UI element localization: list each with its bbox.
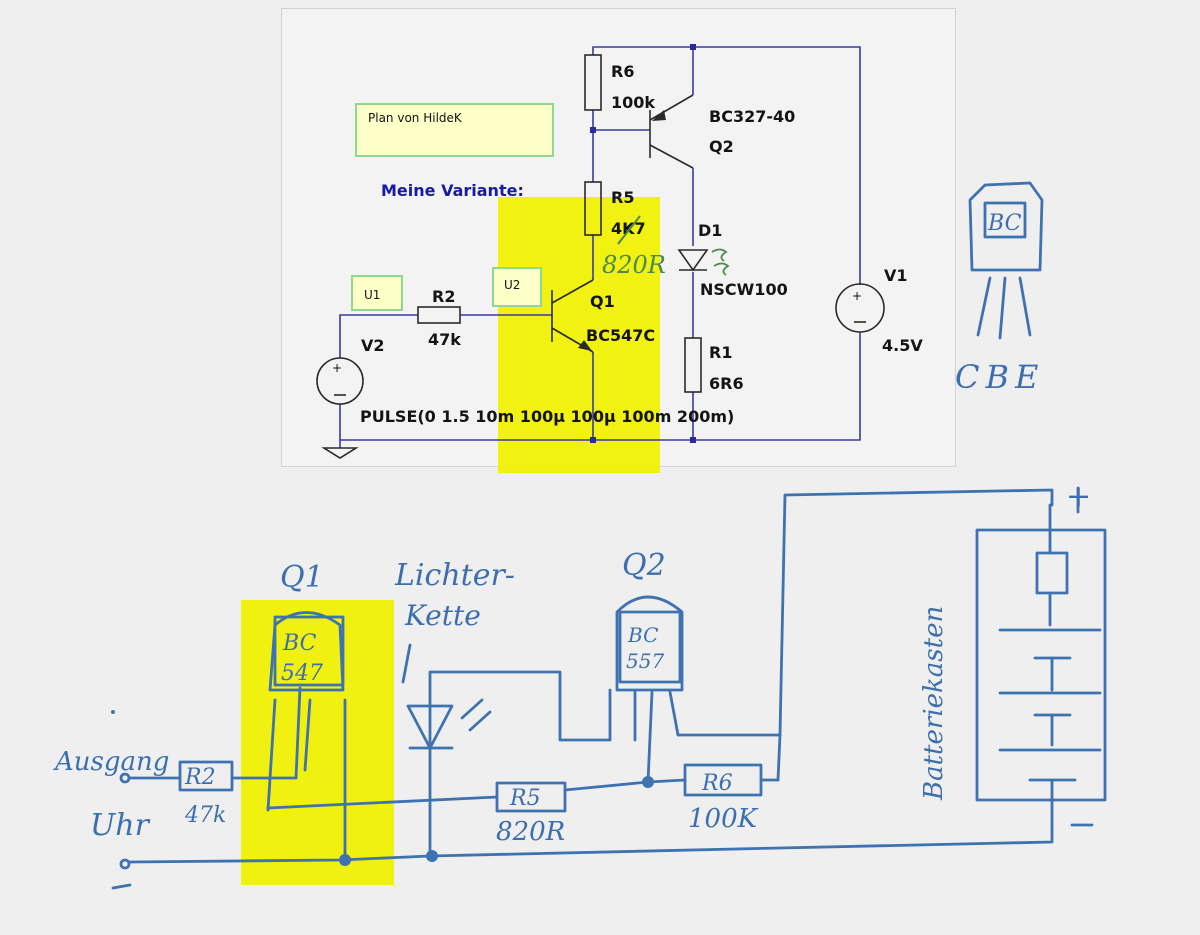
r2-value: 47k [428, 330, 461, 349]
resistor-r5 [584, 181, 602, 236]
q2-name: Q2 [709, 137, 734, 156]
pinout-pins-label: CBE [955, 358, 1044, 396]
sketch-plus-label: + [1066, 479, 1091, 514]
r1-value: 6R6 [709, 374, 744, 393]
sketch-r6-value: 100K [688, 804, 759, 834]
r5-value: 4K7 [611, 219, 646, 238]
svg-text:+: + [332, 361, 342, 375]
v1-name: V1 [884, 266, 908, 285]
sketch-r5-name: R5 [509, 786, 541, 811]
d1-part: NSCW100 [700, 280, 788, 299]
r5-handwritten-value: 820R [602, 251, 666, 279]
sketch-q2-label: Q2 [622, 548, 666, 583]
sketch-q1-label: Q1 [280, 560, 324, 595]
schematic-junctions [590, 44, 696, 443]
sketch-r6-name: R6 [701, 771, 733, 796]
r6-value: 100k [611, 93, 655, 112]
transistor-q1 [551, 279, 594, 353]
svg-text:+: + [852, 289, 862, 303]
sketch-battery-label: Batteriekasten [919, 606, 949, 801]
sketch-lights-line2: Kette [404, 599, 481, 632]
led-light-icon [711, 248, 730, 276]
sketch-lights-line1: Lichter- [394, 558, 515, 593]
r1-name: R1 [709, 343, 732, 362]
sketch-junctions [339, 776, 654, 866]
pulse-spec: PULSE(0 1.5 10m 100µ 100µ 100m 200m) [360, 407, 734, 426]
sketch-r2-name: R2 [184, 765, 216, 790]
transistor-q2 [649, 94, 694, 169]
label-box-u2 [492, 267, 542, 307]
sketch-ausgang-label: Ausgang [53, 747, 169, 777]
source-v2: + [316, 357, 364, 405]
sketch-q1-body-bottom: 547 [281, 661, 323, 686]
q1-name: Q1 [590, 292, 615, 311]
sketch-q2-body-bottom: 557 [626, 649, 664, 673]
sketch-resistor-r2 [178, 760, 234, 792]
resistor-r2 [417, 306, 461, 324]
d1-name: D1 [698, 221, 722, 240]
r6-name: R6 [611, 62, 634, 81]
resistor-r6 [584, 54, 602, 111]
r5-strike [617, 215, 641, 245]
schematic-wires [339, 46, 861, 448]
sketch-r2-value: 47k [184, 803, 226, 828]
v1-value: 4.5V [882, 336, 923, 355]
sketch-r5-value: 820R [496, 817, 565, 847]
sketch-uhr-label: Uhr [90, 808, 151, 843]
pinout-sketch [968, 181, 1044, 340]
r5-name: R5 [611, 188, 634, 207]
label-box-u1 [351, 275, 403, 311]
label-u2: U2 [504, 278, 520, 292]
sketch-q1-body-top: BC [282, 631, 317, 656]
v2-name: V2 [361, 336, 385, 355]
heading-variant: Meine Variante: [381, 181, 524, 200]
sketch-wires [119, 486, 1107, 870]
highlight-q1-schematic [498, 197, 660, 473]
label-u1: U1 [364, 288, 380, 302]
pinout-top-label: BC [987, 211, 1022, 236]
source-v1: + [835, 283, 885, 333]
q2-part: BC327-40 [709, 107, 795, 126]
ground-symbol [321, 447, 359, 459]
r2-name: R2 [432, 287, 455, 306]
sketch-q2-body-top: BC [627, 623, 658, 647]
highlight-q1-sketch [241, 600, 394, 885]
q1-part: BC547C [586, 326, 655, 345]
note-box-plan [355, 103, 554, 157]
diode-d1 [677, 249, 709, 272]
stray-marks [111, 710, 132, 890]
note-plan: Plan von HildeK [368, 111, 463, 125]
resistor-r1 [684, 337, 702, 393]
